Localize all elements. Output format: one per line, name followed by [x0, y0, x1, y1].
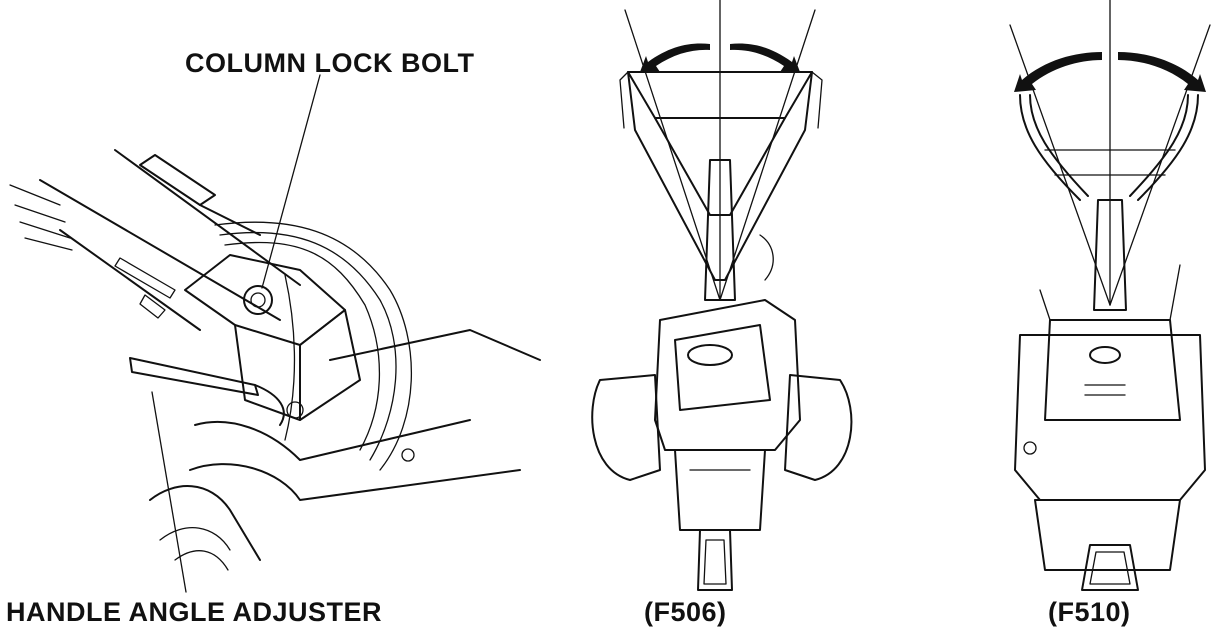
f510-top-view [1009, 0, 1211, 591]
column-lock-bolt-label: COLUMN LOCK BOLT [185, 48, 475, 78]
f506-top-view [591, 0, 853, 591]
adjuster-leader [151, 391, 187, 593]
column-bolt-leader [261, 74, 321, 289]
model-f510-label: (F510) [1048, 597, 1131, 627]
model-f506-label: (F506) [644, 597, 727, 627]
column-detail-drawing [9, 74, 541, 593]
handle-angle-adjuster-label: HANDLE ANGLE ADJUSTER [6, 597, 383, 627]
